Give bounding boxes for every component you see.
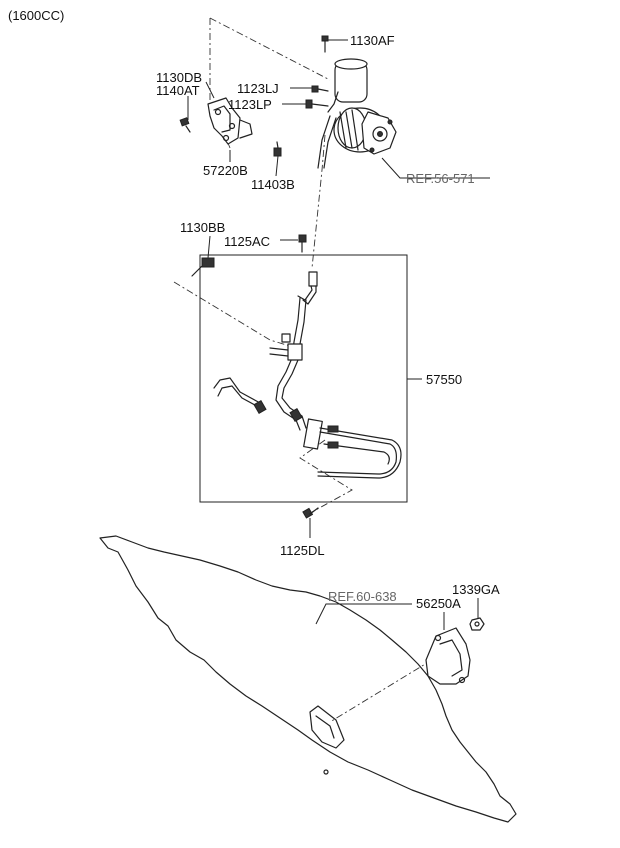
ref-60-638: REF.60-638: [328, 589, 397, 604]
underbody-panel: [99, 535, 517, 823]
bolt-1123LJ: [311, 85, 329, 93]
bolt-1130BB: [191, 257, 215, 277]
label-1123LP: 1123LP: [228, 97, 272, 112]
label-56250A: 56250A: [416, 596, 461, 611]
label-1125DL: 1125DL: [280, 543, 325, 558]
bolt-1125DL: [302, 507, 319, 519]
label-1130DB: 1130DB: [156, 70, 202, 85]
cover-56250A: [425, 627, 471, 685]
engine-label: (1600CC): [8, 8, 64, 23]
label-1123LJ: 1123LJ: [237, 81, 279, 96]
nut-1339GA: [469, 617, 485, 631]
bolt-11403B: [273, 141, 282, 157]
pressure-hose: [213, 271, 402, 479]
label-1125AC: 1125AC: [224, 234, 270, 249]
label-57220B: 57220B: [203, 163, 248, 178]
ref-56-571: REF.56-571: [406, 171, 475, 186]
assembly-dash-lines: [173, 17, 446, 723]
leader-lines: [187, 39, 490, 630]
bolt-1123LP: [305, 99, 329, 109]
label-11403B: 11403B: [251, 177, 295, 192]
label-1339GA: 1339GA: [452, 582, 500, 597]
pump-bracket: [207, 97, 253, 145]
label-1140AT: 1140AT: [156, 83, 200, 98]
bolt-1130AF: [321, 35, 329, 53]
power-steering-pump: [317, 58, 397, 169]
bolt-1140AT: [179, 117, 191, 133]
label-1130BB: 1130BB: [180, 220, 225, 235]
label-1130AF: 1130AF: [350, 33, 395, 48]
label-57550: 57550: [426, 372, 462, 387]
bolt-1125AC: [298, 234, 307, 253]
